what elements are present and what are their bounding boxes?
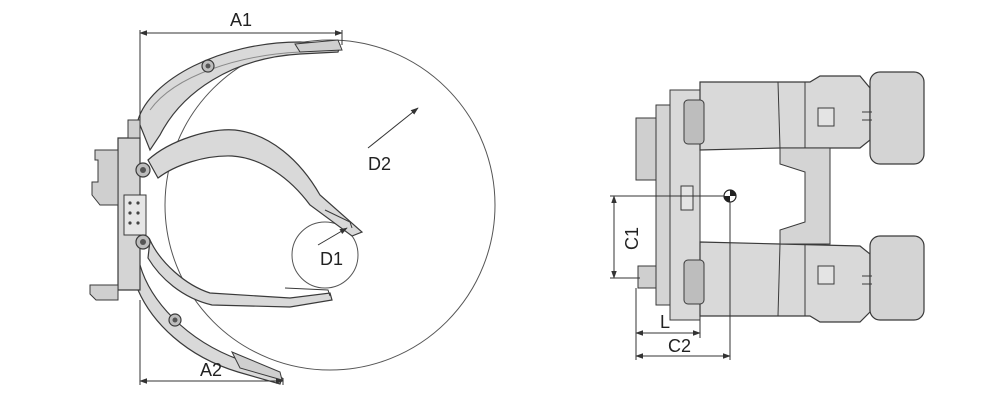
lower-cylinder [683, 259, 705, 305]
label-d2: D2 [368, 154, 391, 174]
upper-short-arm [147, 129, 364, 237]
right-dimensions [610, 195, 731, 360]
left-dimensions [139, 30, 419, 385]
upper-long-arm [137, 41, 341, 152]
upper-arm-body [699, 75, 871, 151]
large-roll-outline [164, 39, 496, 371]
mounting-plate-left [635, 117, 657, 181]
roll-clamp-top-view [635, 71, 925, 323]
lower-pad [869, 235, 925, 321]
small-roll-outline [291, 221, 359, 289]
label-c2: C2 [668, 336, 691, 356]
mounting-bracket [91, 149, 119, 206]
frame-plate [123, 194, 147, 236]
lower-short-arm [147, 237, 333, 308]
label-d1: D1 [320, 249, 343, 269]
upper-pad [869, 71, 925, 165]
upper-cylinder [683, 99, 705, 145]
dimension-d2-leader [367, 107, 419, 149]
roll-clamp-side-view [89, 39, 496, 385]
center-of-gravity-icon [723, 189, 737, 203]
label-c1: C1 [622, 227, 642, 250]
label-a2: A2 [200, 360, 222, 380]
lower-arm-body [699, 241, 871, 323]
carriage-plate [655, 104, 671, 306]
label-a1: A1 [230, 10, 252, 30]
label-l: L [660, 312, 670, 332]
dimension-d1-leader [317, 227, 348, 246]
